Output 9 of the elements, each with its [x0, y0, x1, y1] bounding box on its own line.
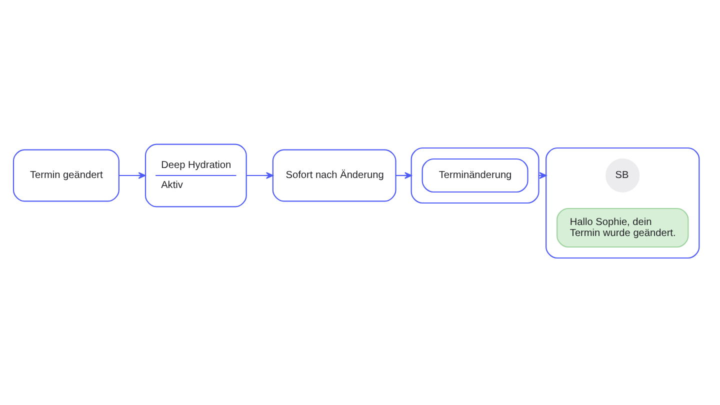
- node-box: Hallo Sophie, dein Termin wurde geändert.: [556, 207, 689, 248]
- arrow: [246, 172, 274, 178]
- node-box: Terminänderung: [422, 158, 528, 192]
- node-box: Termin geändert: [12, 148, 120, 202]
- node-box: Sofort nach Änderung: [272, 148, 396, 202]
- arrow: [396, 172, 412, 178]
- cluster: [546, 146, 700, 258]
- node-box: Deep Hydration Aktiv: [144, 143, 247, 207]
- arrow: [119, 172, 146, 178]
